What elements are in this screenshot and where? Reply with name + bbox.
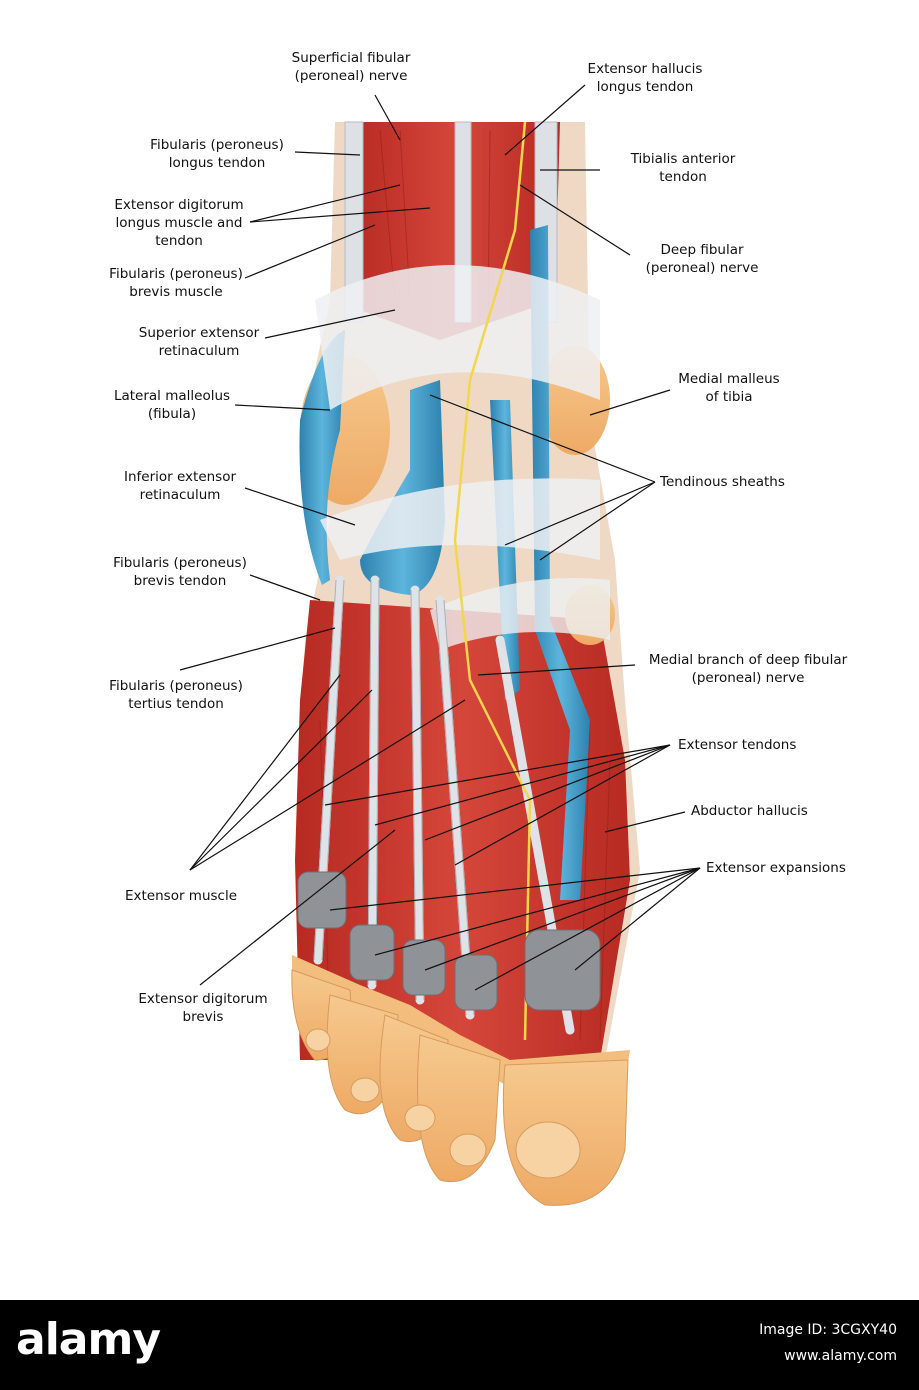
label-lateral-malleolus: Lateral malleolus (fibula) xyxy=(113,388,231,422)
stock-url: www.alamy.com xyxy=(784,1348,897,1364)
nerve xyxy=(453,121,532,1041)
foot-illustration xyxy=(179,84,701,1206)
toenails xyxy=(305,1028,581,1179)
label-medial-malleolus: Medial malleus of tibia xyxy=(678,371,780,405)
alamy-logo: alamy xyxy=(16,1314,161,1365)
inferior-retinaculum-lower xyxy=(430,578,610,650)
leader-lines xyxy=(179,84,701,991)
label-tendinous-sheaths: Tendinous sheaths xyxy=(660,474,785,490)
anatomy-diagram: Superficial fibular (peroneal) nerve Ext… xyxy=(109,50,848,1206)
label-tibialis-anterior-tendon: Tibialis anterior tendon xyxy=(630,151,736,185)
label-extensor-digitorum-brevis: Extensor digitorum brevis xyxy=(138,991,268,1025)
foot-tendon-edges xyxy=(313,579,475,1016)
label-medial-branch-deep-fibular: Medial branch of deep fibular (peroneal)… xyxy=(648,652,848,686)
sheath-medial-2 xyxy=(530,225,590,900)
label-extensor-digitorum-longus: Extensor digitorum longus muscle and ten… xyxy=(114,197,244,249)
label-fibularis-tertius-tendon: Fibularis (peroneus) tertius tendon xyxy=(109,678,243,712)
label-extensor-expansions: Extensor expansions xyxy=(706,860,846,876)
label-fibularis-brevis-tendon: Fibularis (peroneus) brevis tendon xyxy=(113,555,247,589)
superior-retinaculum-band xyxy=(315,265,600,410)
label-inferior-extensor-retinaculum: Inferior extensor retinaculum xyxy=(123,469,237,503)
label-superior-extensor-retinaculum: Superior extensor retinaculum xyxy=(138,325,260,359)
extensor-expansions xyxy=(297,871,601,1011)
label-extensor-tendons: Extensor tendons xyxy=(678,737,797,753)
label-extensor-hallucis-longus-tendon: Extensor hallucis longus tendon xyxy=(587,61,703,95)
label-abductor-hallucis: Abductor hallucis xyxy=(691,803,808,819)
label-fibularis-longus-tendon: Fibularis (peroneus) longus tendon xyxy=(150,137,284,171)
label-fibularis-brevis-muscle: Fibularis (peroneus) brevis muscle xyxy=(109,266,243,300)
label-extensor-muscle: Extensor muscle xyxy=(124,888,238,904)
stock-watermark-bar: alamy Image ID: 3CGXY40 www.alamy.com xyxy=(0,1300,919,1390)
label-superficial-fibular-nerve: Superficial fibular (peroneal) nerve xyxy=(291,50,411,84)
image-id: Image ID: 3CGXY40 xyxy=(759,1322,897,1338)
inferior-retinaculum-band xyxy=(320,478,600,560)
label-deep-fibular-nerve: Deep fibular (peroneal) nerve xyxy=(645,242,759,276)
